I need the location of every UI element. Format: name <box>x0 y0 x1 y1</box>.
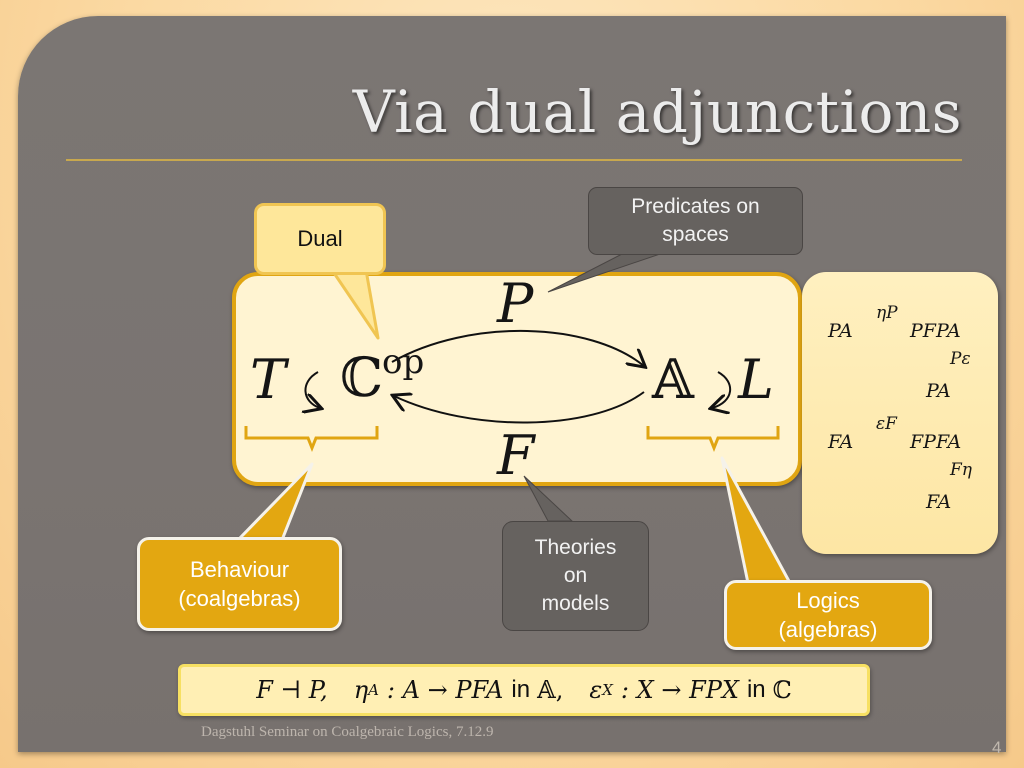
tri1-source: PA <box>828 320 853 342</box>
formula-unit-symbol: η <box>353 676 369 704</box>
opposite-superscript: op <box>382 342 425 382</box>
tri2-down-label: Fη <box>950 460 972 480</box>
triangle-identities-box <box>802 272 998 554</box>
tri1-arrow-label: ηP <box>876 303 898 323</box>
category-c-label: ℂ <box>340 346 383 409</box>
theories-callout-line2: on <box>563 564 588 588</box>
left-loop-arrow <box>305 371 320 408</box>
theories-callout: Theories on models <box>502 521 649 631</box>
tri2-arrow-label: εF <box>876 414 897 434</box>
predicates-callout: Predicates on spaces <box>588 187 803 255</box>
tri1-bottom: PA <box>926 380 951 402</box>
tri2-source: FA <box>828 431 854 453</box>
formula-counit-symbol: ε <box>589 676 603 704</box>
functor-p-label: P <box>497 272 534 335</box>
endofunctor-t-label: T <box>250 348 287 411</box>
behaviour-callout: Behaviour (coalgebras) <box>137 537 342 631</box>
tri1-down-label: Pε <box>950 349 971 369</box>
dual-callout-text: Dual <box>297 226 343 252</box>
predicates-callout-line1: Predicates on <box>631 195 760 219</box>
logics-pointer <box>720 456 792 585</box>
formula-in-word-2: in <box>746 676 766 703</box>
behaviour-callout-line2: (coalgebras) <box>178 586 301 611</box>
predicates-callout-line2: spaces <box>662 223 729 246</box>
theories-callout-line1: Theories <box>534 536 617 560</box>
left-brace <box>244 426 379 453</box>
functor-f-label: F <box>497 424 535 487</box>
logics-callout-line1: Logics <box>796 587 860 613</box>
formula-unit-map: : A → PFA <box>386 676 504 704</box>
formula-unit-category: 𝔸, <box>537 676 564 704</box>
predicates-pointer <box>547 253 661 293</box>
right-loop-arrow <box>712 371 731 408</box>
logics-callout: Logics (algebras) <box>724 580 932 650</box>
endofunctor-l-label: L <box>738 348 774 411</box>
slide-page-number: 4 <box>992 738 1002 757</box>
tri2-bottom: FA <box>926 491 952 513</box>
logics-callout-line2: (algebras) <box>778 617 878 642</box>
adjunction-diagram-box <box>232 272 802 486</box>
behaviour-callout-line1: Behaviour <box>189 556 290 582</box>
slide-title: Via dual adjunctions <box>352 78 962 146</box>
arrow-bottom-f <box>394 391 645 424</box>
tri2-target: FPFA <box>910 431 962 453</box>
formula-counit-map: : X → FPX <box>620 676 739 704</box>
formula-unit-subscript: A <box>368 681 379 699</box>
arrow-top-p <box>391 329 644 366</box>
dual-pointer <box>330 268 380 340</box>
theories-callout-line3: models <box>541 591 610 615</box>
behaviour-pointer <box>236 462 314 542</box>
slide-footer: Dagstuhl Seminar on Coalgebraic Logics, … <box>201 724 494 740</box>
right-brace <box>646 426 780 453</box>
formula-counit-subscript: X <box>602 681 613 699</box>
category-a-label: 𝔸 <box>652 348 694 411</box>
title-divider <box>66 159 962 161</box>
formula-adjunction: F ⊣ P, <box>256 676 328 704</box>
formula-in-word-1: in <box>511 676 531 703</box>
dual-callout: Dual <box>254 203 386 275</box>
tri1-target: PFPA <box>910 320 961 342</box>
formula-counit-category: ℂ <box>772 676 792 704</box>
